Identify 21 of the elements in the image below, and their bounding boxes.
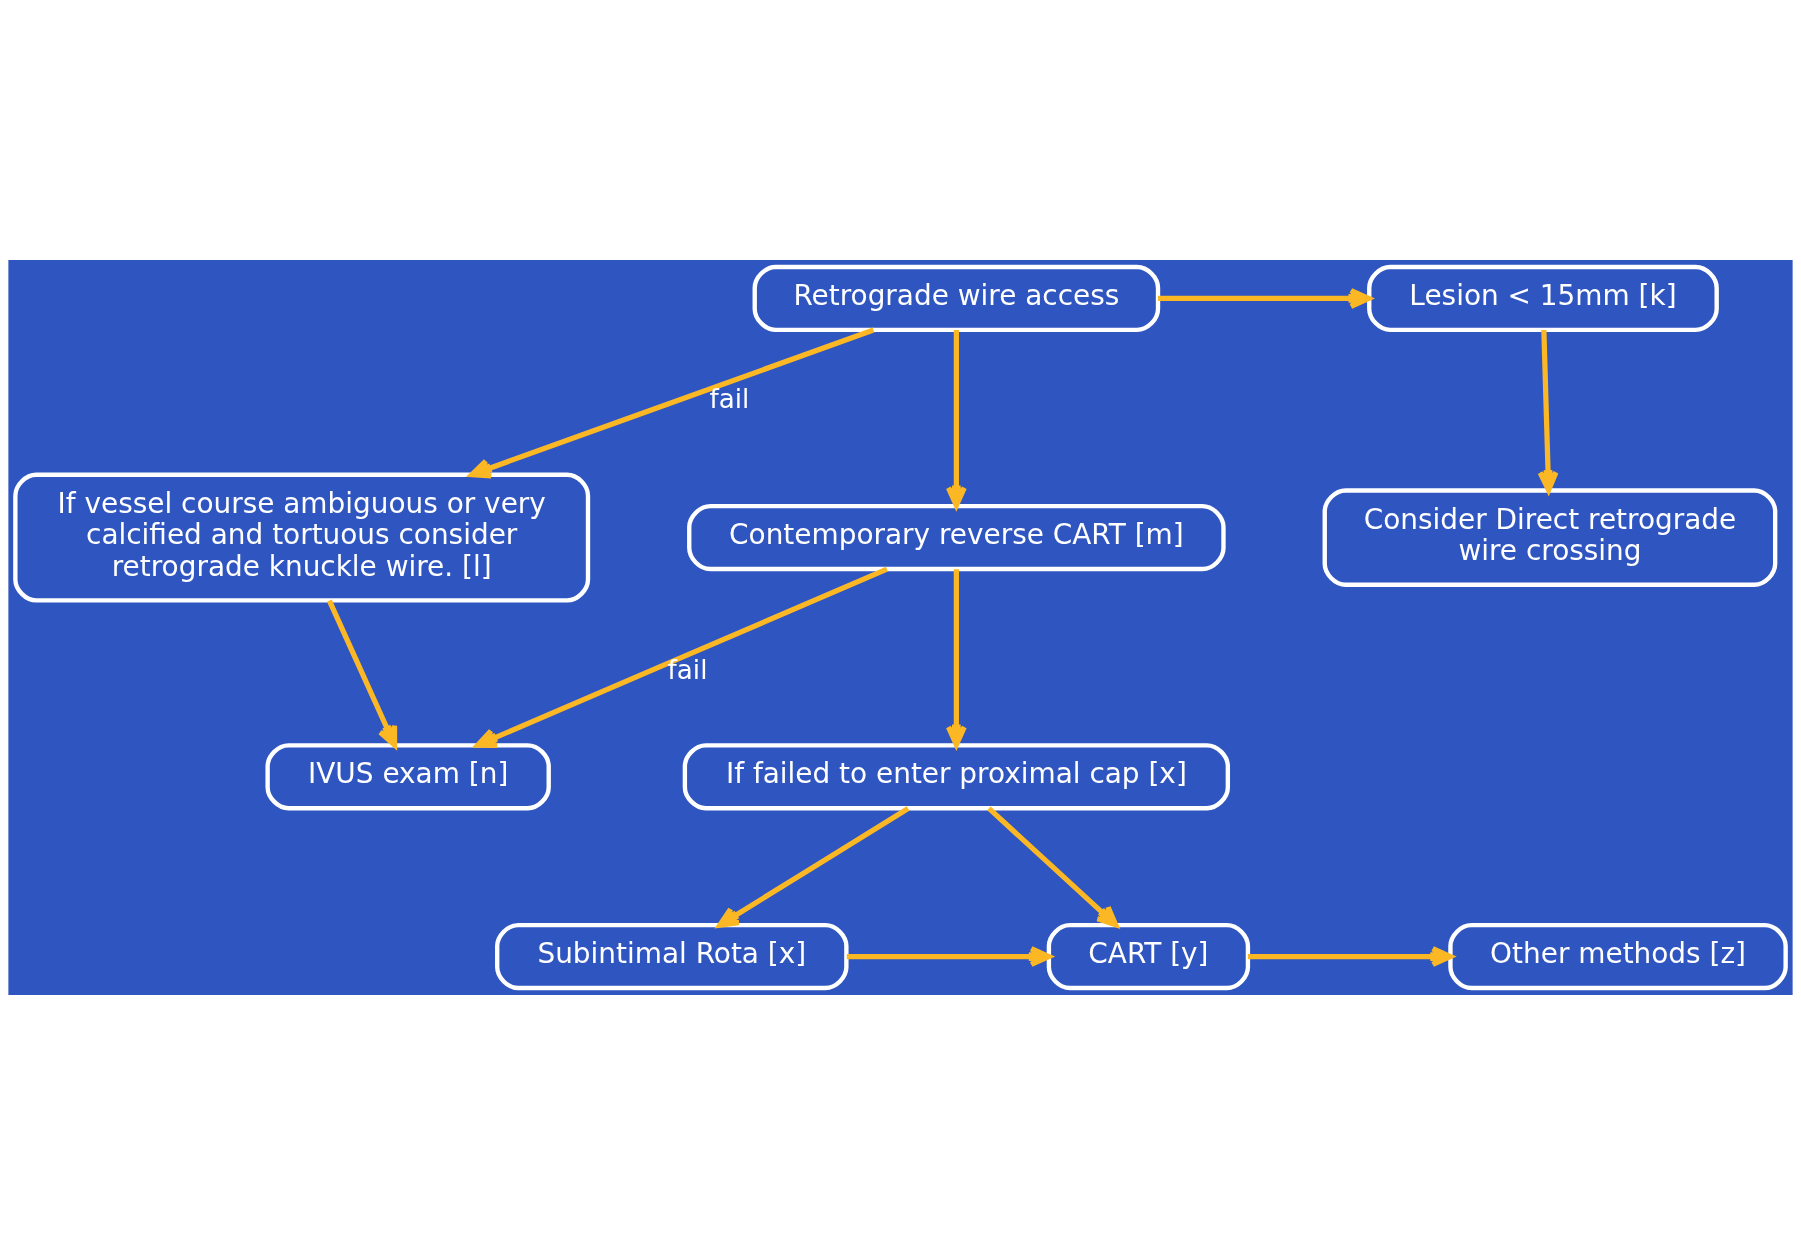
arrow [1158, 287, 1372, 309]
arrow [846, 946, 1052, 968]
arrow [945, 569, 967, 748]
node-box: If failed to enter proximal cap [x] [682, 743, 1231, 811]
arrow [469, 327, 875, 479]
node-box: Consider Direct retrograde wire crossing [1322, 488, 1778, 587]
node-box: IVUS exam [n] [265, 743, 551, 811]
arrow [945, 330, 967, 509]
node-box: Subintimal Rota [x] [495, 923, 849, 991]
node-box: Lesion < 15mm [k] [1367, 264, 1719, 332]
node-box: Contemporary reverse CART [m] [687, 504, 1226, 572]
arrow [475, 566, 888, 748]
node-box: Other methods [z] [1448, 923, 1788, 991]
arrow [987, 806, 1119, 928]
node-box: CART [y] [1046, 923, 1251, 991]
edge-label: fail [667, 655, 708, 685]
arrow [717, 806, 910, 928]
edge-label: fail [709, 384, 750, 415]
node-box: If vessel course ambiguous or very calcified and tortuous consider retrograde knuckle wire. [l] [13, 472, 591, 603]
node-box: Retrograde wire access [752, 264, 1161, 332]
arrow [327, 599, 398, 748]
